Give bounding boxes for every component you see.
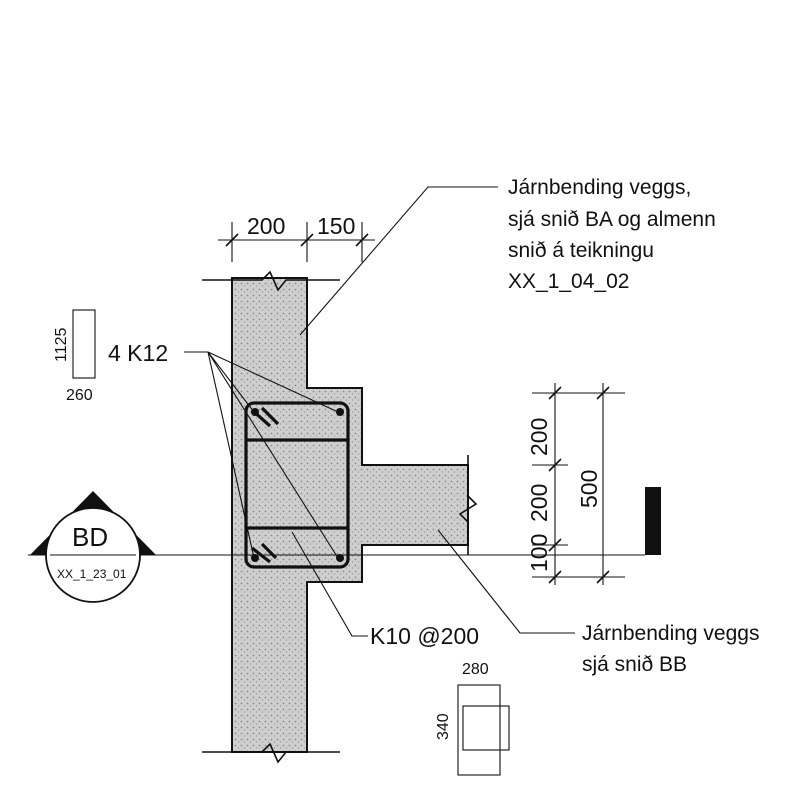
column-width-label: 280	[462, 661, 489, 678]
beam-height-label: 1125	[53, 327, 70, 362]
dim-bot-100: 100	[526, 534, 552, 572]
beam-size-rect	[72, 309, 96, 379]
stirrup-hook-bottom	[251, 542, 278, 564]
right-dimension-chain	[532, 383, 625, 585]
section-marker	[30, 491, 156, 603]
top-note-line2: sjá snið BA og almenn	[508, 208, 716, 231]
top-note-line3: snið á teikningu	[508, 239, 654, 262]
top-note-line1: Járnbending veggs,	[508, 176, 691, 199]
column-size-rect	[457, 684, 501, 776]
stirrup-leader	[291, 531, 368, 637]
level-marker-bar	[645, 487, 661, 555]
bottom-note-leader	[437, 529, 575, 634]
bars-leader	[184, 351, 339, 559]
column-size-inner	[462, 705, 510, 751]
section-code: BD	[72, 522, 108, 552]
column-height-label: 340	[435, 713, 452, 740]
dim-wall-width: 200	[247, 213, 285, 239]
dim-mid-200: 200	[526, 484, 552, 522]
rebar-k12-2	[336, 408, 344, 416]
rebar-k12-4	[336, 554, 344, 562]
bottom-note-line1: Járnbending veggs	[582, 622, 759, 645]
stirrup-label: K10 @200	[370, 623, 479, 649]
section-sheet-ref: XX_1_23_01	[57, 567, 127, 581]
slab-end-break-line	[458, 455, 478, 555]
wall-bottom-break-line	[202, 742, 340, 764]
dim-top-200: 200	[526, 418, 552, 456]
rebar-k12-3	[251, 554, 259, 562]
dim-total-500: 500	[576, 470, 602, 508]
wall-concrete-section	[231, 277, 469, 753]
bottom-note-line2: sjá snið BB	[582, 653, 687, 676]
beam-width-label: 260	[66, 387, 93, 404]
top-note-leader	[299, 186, 498, 336]
stirrup-k10	[244, 401, 350, 569]
bars-label: 4 K12	[108, 340, 168, 366]
dim-offset-width: 150	[317, 213, 355, 239]
top-note-line4: XX_1_04_02	[508, 270, 629, 293]
wall-top-break-line	[202, 270, 340, 292]
top-dimension-chain	[218, 222, 375, 262]
